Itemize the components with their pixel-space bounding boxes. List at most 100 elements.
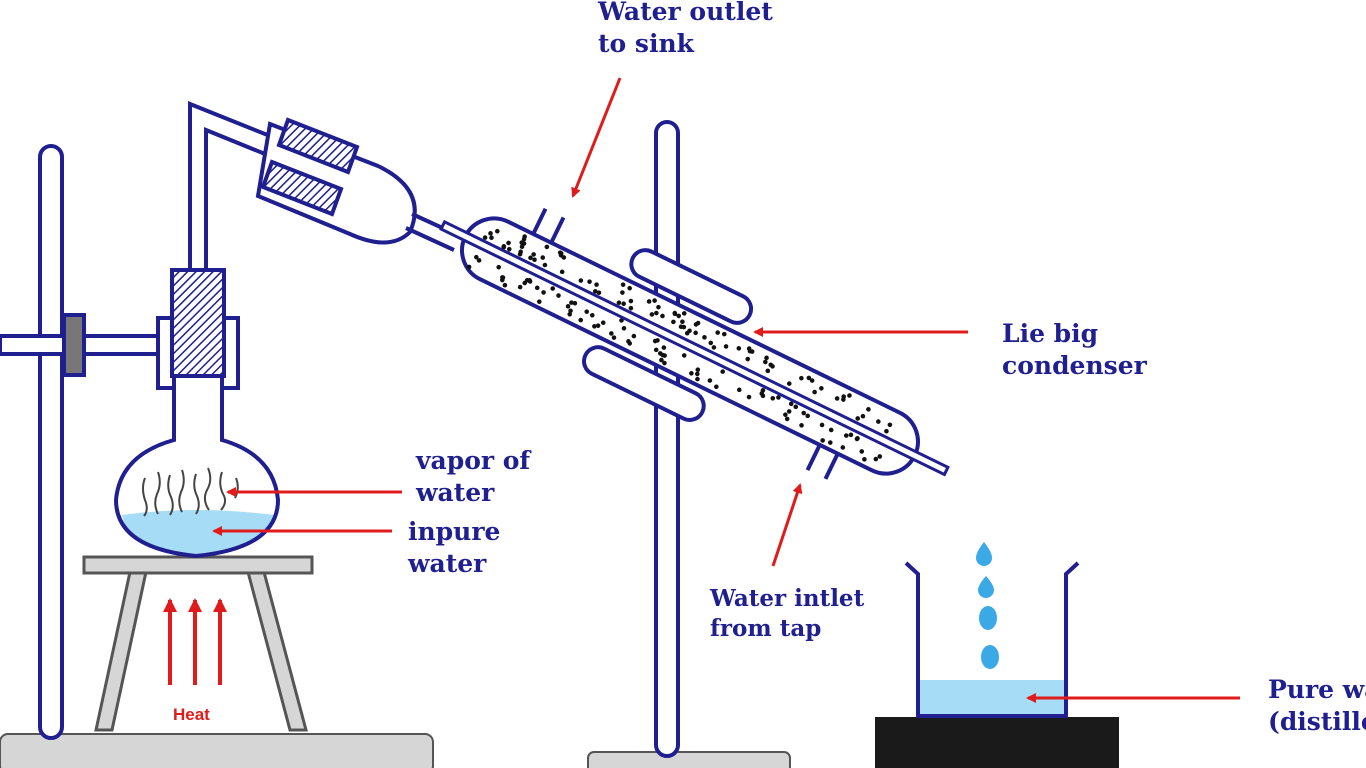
coolant-dot: [621, 301, 626, 307]
coolant-dot: [596, 290, 602, 295]
coolant-dot: [540, 255, 546, 260]
coolant-dot: [620, 282, 626, 287]
coolant-dot: [812, 389, 817, 395]
right-retort-stand: [587, 120, 791, 768]
coolant-dot: [828, 427, 834, 433]
coolant-dot: [695, 367, 701, 373]
label-water-inlet-line2: from tap: [710, 615, 821, 642]
coolant-dot: [661, 345, 667, 350]
coolant-dot: [621, 325, 627, 331]
coolant-dot: [542, 262, 548, 268]
coolant-dot: [862, 457, 867, 462]
coolant-dot: [848, 432, 854, 438]
coolant-dot: [489, 235, 494, 241]
coolant-dot: [534, 285, 540, 291]
coolant-dot: [500, 275, 505, 280]
coolant-dot: [859, 449, 865, 454]
coolant-dot: [531, 252, 536, 257]
coolant-dot: [765, 368, 771, 374]
coolant-dot: [556, 293, 561, 298]
label-condenser-line2: condenser: [1002, 351, 1148, 380]
coolant-dot: [884, 428, 889, 434]
coolant-dot: [695, 376, 700, 382]
coolant-dot: [809, 378, 815, 383]
label-impure-water-line1: inpure: [408, 517, 500, 546]
coolant-dot: [827, 440, 833, 445]
right-stand-rod: [654, 120, 680, 758]
coolant-dot: [678, 324, 684, 330]
label-pure-water-line1: Pure water: [1268, 675, 1366, 704]
flask-stopper: [170, 268, 226, 378]
coolant-dot: [805, 413, 810, 419]
coolant-dot: [495, 228, 500, 234]
coolant-dot: [721, 331, 727, 337]
coolant-dot: [568, 308, 573, 314]
coolant-dot: [578, 317, 584, 323]
left-clamp-boss: [62, 313, 86, 377]
label-impure-water: inpure water: [407, 517, 500, 578]
coolant-dot: [715, 330, 720, 335]
coolant-dot: [488, 231, 493, 236]
condenser-coolant-dots: [466, 228, 893, 462]
coolant-dot: [854, 436, 860, 442]
delivery-tube-inner: [204, 127, 271, 270]
coolant-dot: [657, 351, 663, 356]
coolant-dot: [819, 385, 824, 391]
coolant-dot: [476, 258, 482, 263]
coolant-dot: [693, 330, 698, 336]
label-heat: Heat: [173, 705, 210, 724]
coolant-dot: [572, 300, 578, 306]
left-stand-base: [0, 733, 434, 768]
coolant-dot: [594, 282, 599, 287]
coolant-dot: [784, 416, 790, 422]
coolant-dot: [736, 346, 742, 351]
coolant-dot: [676, 313, 682, 319]
coolant-dot: [474, 254, 479, 260]
coolant-dot: [840, 445, 846, 450]
condenser-inner-tube: [439, 219, 950, 477]
coolant-dot: [746, 346, 752, 351]
droplet-3: [979, 606, 997, 630]
coolant-dot: [649, 312, 655, 317]
coolant-dot: [684, 330, 690, 336]
coolant-dot: [466, 264, 472, 270]
coolant-dot: [611, 335, 617, 340]
coolant-dot: [855, 416, 861, 421]
coolant-dot: [783, 412, 788, 417]
coolant-dot: [693, 322, 699, 327]
coolant-dot: [536, 299, 542, 304]
coolant-dot: [519, 240, 525, 245]
vapor-wisps: [142, 467, 239, 517]
coolant-dot: [702, 335, 707, 340]
coolant-dot: [626, 339, 631, 344]
coolant-dot: [820, 438, 825, 443]
coolant-dot: [708, 340, 714, 346]
coolant-dot: [873, 456, 879, 462]
condenser-clamp-bottom: [582, 345, 706, 422]
coolant-dot: [550, 286, 556, 291]
coolant-dot: [745, 356, 751, 362]
coolant-dot: [646, 299, 652, 304]
heat-arrows: [163, 598, 227, 685]
coolant-dot: [565, 304, 571, 309]
coolant-dot: [609, 331, 614, 336]
coolant-dot: [689, 370, 694, 376]
coolant-dot: [876, 419, 881, 424]
coolant-dot: [653, 347, 659, 353]
coolant-dot: [764, 355, 769, 361]
coolant-dot: [860, 413, 866, 419]
coolant-dot: [654, 310, 659, 316]
coolant-dot: [600, 320, 606, 326]
arrow-water-inlet: [771, 483, 803, 567]
coolant-dot: [578, 278, 584, 283]
label-vapor-line2: water: [415, 478, 495, 507]
arrow-water-outlet: [571, 77, 622, 198]
coolant-dot: [628, 298, 634, 304]
coolant-dot: [793, 404, 799, 410]
coolant-dot: [627, 285, 632, 291]
beaker-stand: [875, 717, 1119, 768]
adapter-clamp-lower: [260, 159, 344, 217]
coolant-dot: [843, 433, 849, 438]
coolant-dot: [723, 344, 729, 349]
